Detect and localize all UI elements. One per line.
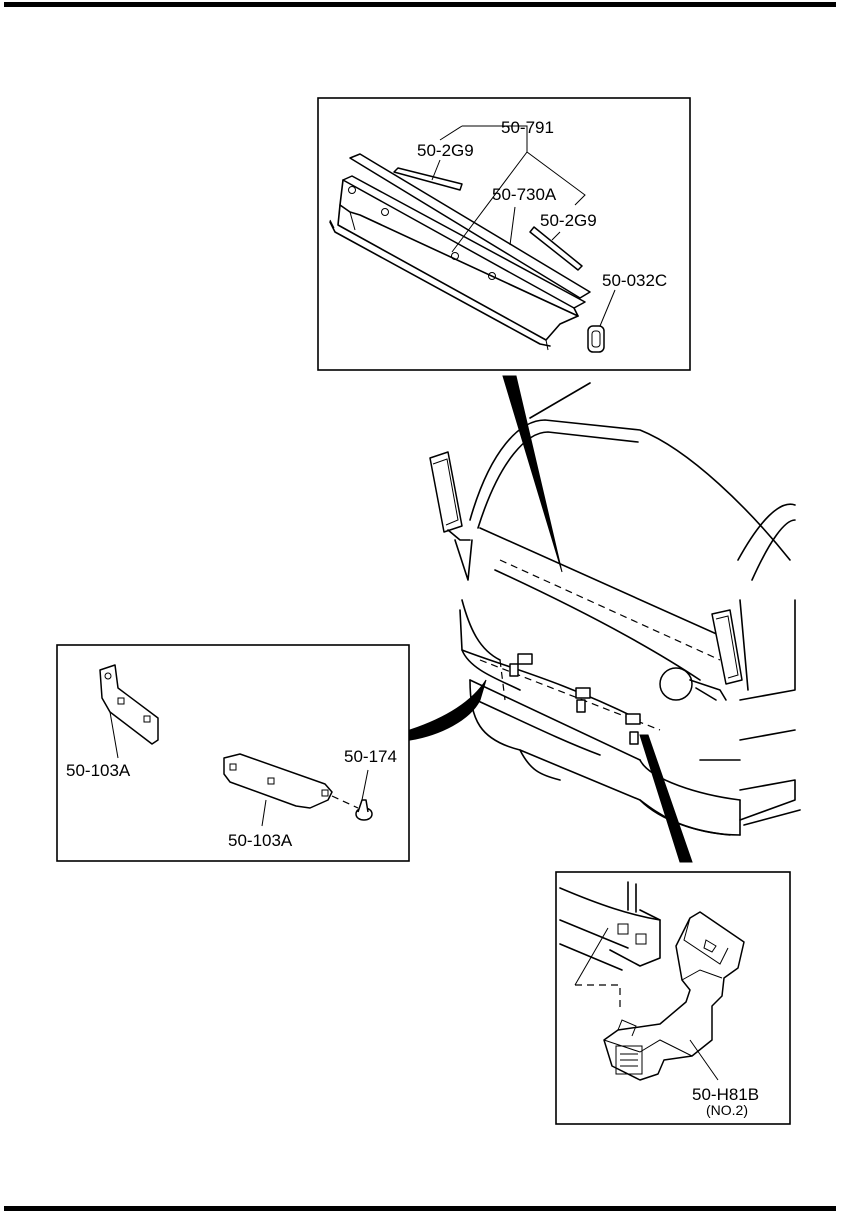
cowl-detail-panel: 50-791 50-2G9 50-730A 50-2G9 50-032C bbox=[317, 97, 691, 371]
molding-left-part bbox=[393, 167, 463, 191]
callout-cowl-clip: 50-032C bbox=[602, 271, 667, 290]
pointer-harness bbox=[639, 734, 693, 863]
right-mirror bbox=[659, 609, 743, 701]
cowl-grille-part bbox=[329, 153, 591, 351]
callout-molding-left: 50-2G9 bbox=[417, 141, 474, 160]
callout-harness-clip: 50-H81B bbox=[692, 1085, 759, 1104]
cowl-clip-part bbox=[587, 325, 605, 353]
harness-detail-panel: 50-H81B (NO.2) bbox=[555, 871, 791, 1125]
callout-cowl-grille: 50-730A bbox=[492, 185, 557, 204]
bracket-detail-panel: 50-103A 50-103A 50-174 bbox=[56, 644, 410, 862]
bracket-detail-frame bbox=[56, 644, 410, 862]
pointer-cowl bbox=[502, 375, 563, 573]
callout-fastener: 50-174 bbox=[344, 747, 397, 766]
callout-harness-clip-note: (NO.2) bbox=[706, 1102, 748, 1118]
left-mirror bbox=[429, 451, 473, 581]
bracket-upper-part bbox=[99, 664, 159, 745]
molding-right-part bbox=[529, 226, 583, 271]
truck-cab-illustration bbox=[429, 382, 801, 836]
grille-clips bbox=[509, 653, 641, 745]
top-border-rule bbox=[4, 2, 836, 7]
callout-molding-right: 50-2G9 bbox=[540, 211, 597, 230]
bottom-border-rule bbox=[4, 1206, 836, 1211]
callout-bracket-lower: 50-103A bbox=[228, 831, 293, 850]
harness-clip-part bbox=[603, 911, 745, 1081]
pointer-bracket bbox=[409, 679, 487, 741]
harness-detail-frame bbox=[555, 871, 791, 1125]
cowl-detail-frame bbox=[317, 97, 691, 371]
bracket-lower-part bbox=[223, 753, 333, 809]
fastener-part bbox=[331, 795, 373, 821]
callout-bracket-upper: 50-103A bbox=[66, 761, 131, 780]
callout-cowl-assembly: 50-791 bbox=[501, 118, 554, 137]
